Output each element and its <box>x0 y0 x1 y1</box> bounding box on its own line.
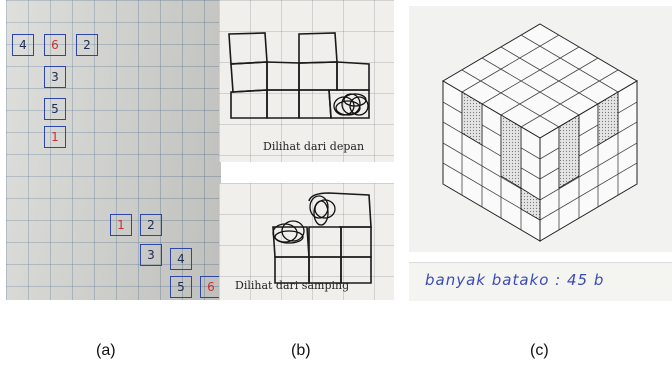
net-cell: 6 <box>44 34 66 56</box>
side-view-caption: Dilihat dari samping <box>235 279 350 292</box>
net-cell: 1 <box>110 214 132 236</box>
net-cell: 3 <box>44 66 66 88</box>
net-cell: 1 <box>44 126 66 148</box>
front-view-sketch <box>228 32 370 119</box>
side-view-sketch <box>272 192 372 284</box>
label-c: (c) <box>530 342 549 359</box>
isometric-cube <box>442 23 638 242</box>
handwritten-block-count: banyak batako : 45 b <box>425 271 605 289</box>
isometric-cube-figure <box>409 6 672 252</box>
net-cell: 4 <box>170 248 192 270</box>
label-a: (a) <box>96 342 116 359</box>
photo-handwritten-answer: banyak batako : 45 b <box>409 262 672 301</box>
photo-front-view: Dilihat dari depan <box>219 0 394 162</box>
photo-net-drawing: 4 6 2 3 5 1 1 2 3 4 5 6 <box>6 0 221 300</box>
net-cell: 5 <box>170 276 192 298</box>
net-cell: 3 <box>140 244 162 266</box>
net-cell: 5 <box>44 98 66 120</box>
label-b: (b) <box>291 342 311 359</box>
net-cell: 6 <box>200 276 221 298</box>
photo-shading <box>6 0 221 300</box>
net-cell: 4 <box>12 34 34 56</box>
net-cell: 2 <box>140 214 162 236</box>
photo-side-view: Dilihat dari samping <box>219 183 394 300</box>
front-view-caption: Dilihat dari depan <box>263 140 365 153</box>
net-cell: 2 <box>76 34 98 56</box>
